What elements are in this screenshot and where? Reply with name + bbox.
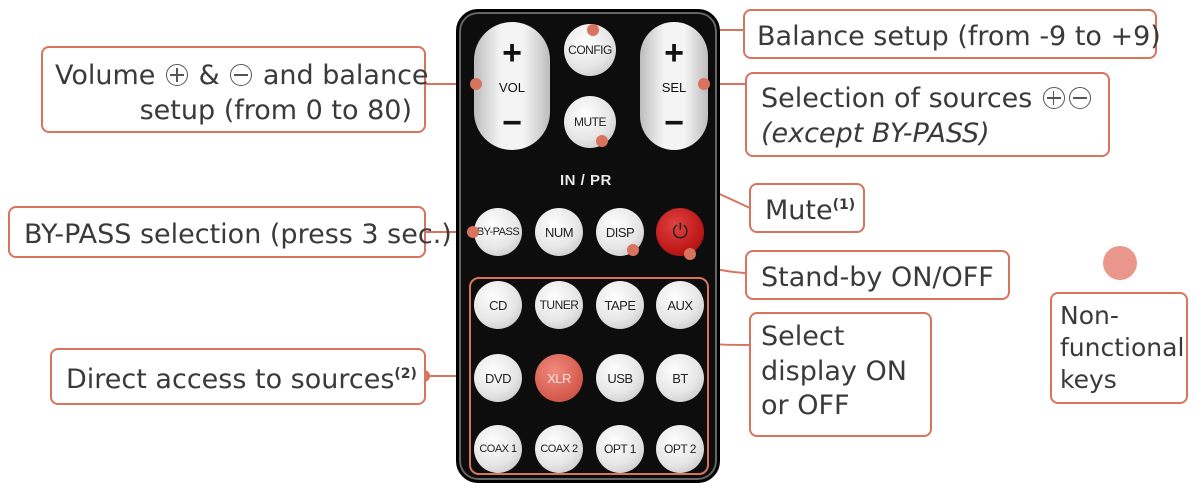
mute-footnote: (1) (832, 197, 856, 213)
source-coax1-button[interactable]: COAX 1 (474, 425, 522, 473)
direct-footnote: (2) (394, 366, 417, 382)
power-icon: ⏻ (672, 220, 688, 243)
source-aux-button[interactable]: AUX (656, 281, 704, 329)
callout-bypass-text: BY-PASS selection (press 3 sec.) (24, 219, 452, 250)
in-pr-label: IN / PR (560, 172, 612, 189)
callout-direct-text: Direct access to sources(2) (66, 364, 417, 395)
callout-standby-text: Stand-by ON/OFF (761, 262, 994, 293)
callout-balance-text: Balance setup (from -9 to +9) (757, 21, 1161, 52)
vol-minus-label: − (502, 104, 522, 142)
vol-plus-label: + (502, 34, 522, 72)
callout-selection: Selection of sources (except BY-PASS) (745, 72, 1110, 157)
callout-display-line3: or OFF (761, 390, 850, 422)
direct-source-group (469, 277, 709, 475)
minus-circle-icon (1068, 87, 1091, 109)
sel-minus-label: − (664, 104, 684, 142)
mute-button[interactable]: MUTE (564, 96, 616, 148)
plus-circle-icon (166, 64, 189, 86)
sel-label: SEL (661, 80, 687, 95)
legend-line1: Non- (1060, 301, 1119, 330)
source-tape-button[interactable]: TAPE (596, 281, 644, 329)
callout-mute-text: Mute(1) (765, 195, 856, 226)
source-dvd-button[interactable]: DVD (474, 354, 522, 402)
vol-rocker[interactable]: + VOL − (474, 22, 550, 150)
callout-selection-line1: Selection of sources (761, 81, 1094, 116)
dot-display (627, 244, 639, 256)
bypass-button[interactable]: BY-PASS (474, 208, 522, 256)
num-button[interactable]: NUM (535, 208, 583, 256)
source-coax2-button[interactable]: COAX 2 (535, 425, 583, 473)
source-opt1-button[interactable]: OPT 1 (596, 425, 644, 473)
callout-mute: Mute(1) (749, 183, 865, 233)
legend-line2: functional (1060, 333, 1185, 362)
dot-volume (470, 78, 482, 90)
legend-non-functional-box: Non- functional keys (1050, 292, 1188, 404)
callout-volume-line2: setup (from 0 to 80) (139, 95, 412, 127)
sel-plus-label: + (664, 34, 684, 72)
dot-mute (596, 135, 608, 147)
dot-standby (684, 248, 696, 260)
plus-circle-icon (1042, 87, 1065, 109)
callout-direct: Direct access to sources(2) (50, 348, 426, 405)
legend-non-functional-dot (1103, 246, 1137, 280)
sel-rocker[interactable]: + SEL − (640, 22, 708, 150)
callout-display-line2: display ON (761, 355, 907, 387)
callout-volume-line1: Volume & and balance (55, 60, 429, 91)
callout-display: Select display ON or OFF (749, 312, 932, 437)
callout-selection-line2: (except BY-PASS) (761, 118, 990, 150)
dot-bypass (467, 226, 479, 238)
vol-label: VOL (498, 80, 525, 95)
minus-circle-icon (230, 64, 253, 86)
source-bt-button[interactable]: BT (656, 354, 704, 402)
power-button[interactable]: ⏻ (656, 208, 704, 256)
callout-volume: Volume & and balance setup (from 0 to 80… (41, 46, 429, 133)
dot-selection (698, 78, 710, 90)
callout-standby: Stand-by ON/OFF (745, 250, 1010, 300)
disp-button[interactable]: DISP (596, 208, 644, 256)
callout-display-line1: Select (761, 321, 845, 352)
callout-balance: Balance setup (from -9 to +9) (743, 9, 1161, 59)
source-cd-button[interactable]: CD (474, 281, 522, 329)
source-usb-button[interactable]: USB (596, 354, 644, 402)
source-tuner-button[interactable]: TUNER (535, 281, 583, 329)
source-opt2-button[interactable]: OPT 2 (656, 425, 704, 473)
callout-bypass: BY-PASS selection (press 3 sec.) (8, 206, 452, 258)
dot-balance (587, 24, 599, 36)
source-xlr-button[interactable]: XLR (535, 354, 583, 402)
legend-line3: keys (1060, 365, 1117, 394)
